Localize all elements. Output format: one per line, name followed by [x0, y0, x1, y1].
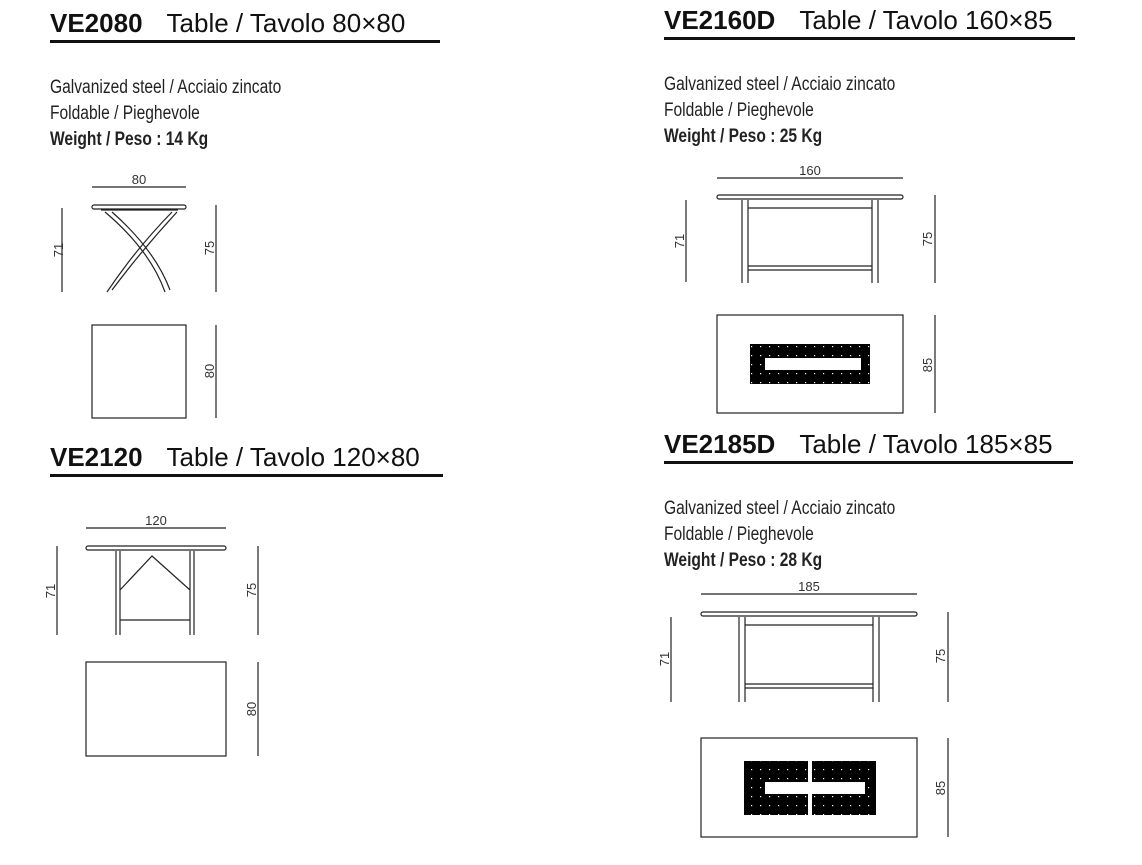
product-title-ve2120: VE2120 Table / Tavolo 120×80 — [50, 442, 443, 477]
dim-width: 160 — [799, 163, 821, 178]
material: Galvanized steel / Acciaio zincato — [664, 74, 896, 95]
material: Galvanized steel / Acciaio zincato — [664, 498, 896, 519]
dim-height: 75 — [920, 232, 935, 246]
material: Galvanized steel / Acciaio zincato — [50, 77, 282, 98]
dim-height: 75 — [202, 241, 217, 255]
dim-depth: 80 — [244, 702, 259, 716]
dim-depth: 80 — [202, 364, 217, 378]
dim-height: 75 — [933, 649, 948, 663]
specs-ve2185d: Galvanized steel / Acciaio zincato Folda… — [664, 496, 895, 574]
dim-height: 75 — [244, 583, 259, 597]
product-code: VE2185D — [664, 429, 776, 459]
dim-width: 185 — [798, 579, 820, 594]
dim-height-under: 71 — [657, 652, 672, 666]
dim-height-under: 71 — [51, 243, 66, 257]
product-name: Table / Tavolo 80×80 — [166, 8, 406, 38]
dim-height-under: 71 — [672, 234, 687, 248]
product-title-ve2080: VE2080 Table / Tavolo 80×80 — [50, 8, 440, 43]
product-code: VE2120 — [50, 442, 143, 472]
dim-width: 80 — [132, 172, 146, 187]
feature: Foldable / Pieghevole — [664, 100, 814, 121]
dim-depth: 85 — [920, 358, 935, 372]
dim-width: 120 — [145, 513, 167, 528]
weight: Weight / Peso : 28 Kg — [664, 550, 823, 571]
product-name: Table / Tavolo 185×85 — [799, 429, 1053, 459]
drawing-ve2160d: 160 71 75 85 — [672, 163, 936, 414]
product-name: Table / Tavolo 160×85 — [799, 5, 1053, 35]
specs-ve2160d: Galvanized steel / Acciaio zincato Folda… — [664, 72, 895, 150]
drawing-ve2185d: 185 71 75 85 — [657, 579, 949, 838]
weight: Weight / Peso : 25 Kg — [664, 126, 823, 147]
specs-ve2080: Galvanized steel / Acciaio zincato Folda… — [50, 75, 281, 153]
product-title-ve2160d: VE2160D Table / Tavolo 160×85 — [664, 5, 1075, 40]
product-name: Table / Tavolo 120×80 — [166, 442, 420, 472]
product-title-ve2185d: VE2185D Table / Tavolo 185×85 — [664, 429, 1073, 464]
drawing-ve2080: 80 71 75 80 — [51, 172, 217, 419]
dim-depth: 85 — [933, 781, 948, 795]
feature: Foldable / Pieghevole — [50, 103, 200, 124]
product-code: VE2080 — [50, 8, 143, 38]
product-code: VE2160D — [664, 5, 776, 35]
weight: Weight / Peso : 14 Kg — [50, 129, 209, 150]
feature: Foldable / Pieghevole — [664, 524, 814, 545]
drawing-ve2120: 120 71 75 80 — [43, 513, 259, 757]
dim-height-under: 71 — [43, 584, 58, 598]
